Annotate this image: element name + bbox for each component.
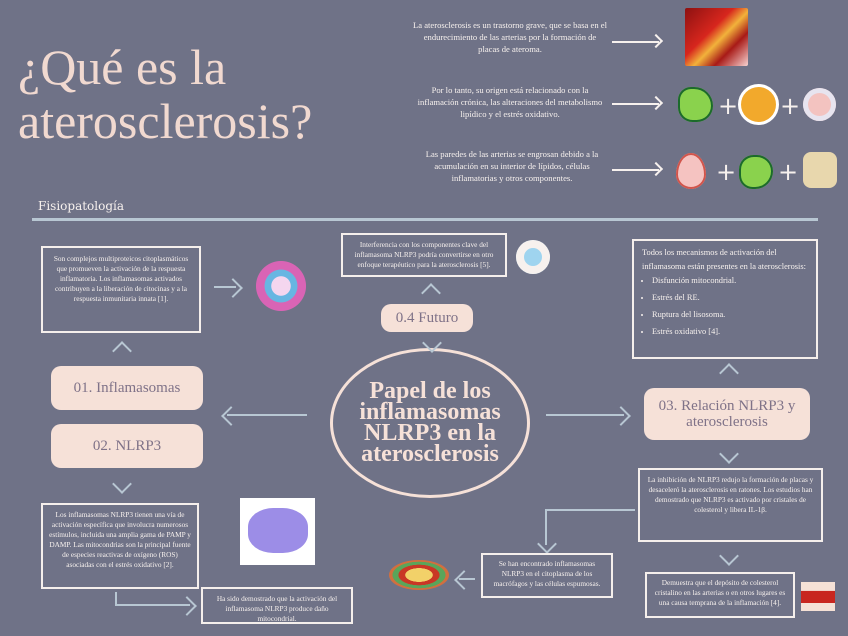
- arrow-line: [115, 604, 190, 606]
- artery-section-image: [801, 582, 835, 611]
- arrow-right: [612, 41, 659, 43]
- mecanismo-item: Estrés oxidativo [4].: [652, 325, 808, 339]
- intro-text-3: Las paredes de las arterias se engrosan …: [425, 149, 599, 183]
- arrow-line: [546, 414, 624, 416]
- ldl-icon: [676, 153, 706, 189]
- macrofagos-box: Se han encontrado inflamasomas NLRP3 en …: [481, 553, 613, 598]
- arrow-head: [223, 278, 243, 298]
- arrow-line: [545, 509, 547, 545]
- arrow-up: [421, 283, 441, 303]
- section-divider: [32, 218, 818, 221]
- futuro-description: Interferencia con los componentes clave …: [341, 233, 507, 277]
- inflamasome-image: [244, 256, 318, 316]
- arrow-head: [454, 570, 474, 590]
- virus-icon: [741, 87, 776, 122]
- plus-icon: +: [716, 158, 737, 186]
- arrow-line: [545, 509, 635, 511]
- plaque-image: [389, 560, 449, 590]
- pill-relacion[interactable]: 03. Relación NLRP3 y aterosclerosis: [644, 388, 810, 440]
- arrow-head: [611, 406, 631, 426]
- cell-icon: [678, 87, 713, 122]
- arrow-up: [719, 363, 739, 383]
- cell-icon: [739, 155, 773, 189]
- mecanismo-item: Ruptura del lisosoma.: [652, 308, 808, 322]
- nlrp3-description: Los inflamasomas NLRP3 tienen una vía de…: [41, 503, 199, 589]
- intro-text-1: La aterosclerosis es un trastorno grave,…: [412, 20, 607, 54]
- plus-icon: +: [780, 92, 801, 120]
- arrow-up: [112, 341, 132, 361]
- blood-cell-icon: [803, 88, 836, 121]
- page-title: ¿Qué es la aterosclerosis?: [18, 39, 313, 149]
- arrow-down: [719, 444, 739, 464]
- artery-image: [685, 8, 748, 66]
- arrow-right: [612, 103, 659, 105]
- arrow-down: [719, 546, 739, 566]
- inhibicion-box: La inhibición de NLRP3 redujo la formaci…: [638, 468, 823, 542]
- section-title: Fisiopatología: [38, 199, 125, 213]
- pill-futuro[interactable]: 0.4 Futuro: [381, 304, 473, 332]
- arrow-head: [537, 534, 557, 554]
- mecanismos-box: Todos los mecanismos de activación del i…: [632, 239, 818, 359]
- intro-text-2: Por lo tanto, su origen está relacionado…: [417, 85, 603, 119]
- arrow-line: [115, 592, 117, 604]
- plus-icon: +: [778, 158, 799, 186]
- arrow-head: [177, 596, 197, 616]
- cell-image: [248, 508, 308, 553]
- mecanismo-item: Disfunción mitocondrial.: [652, 274, 808, 288]
- mitochondrial-box: Ha sido demostrado que la activación del…: [201, 587, 353, 624]
- colesterol-box: Demuestra que el depósito de colesterol …: [645, 572, 795, 618]
- arrow-head: [221, 406, 241, 426]
- arrow-line: [227, 414, 307, 416]
- components-icon: [803, 152, 837, 188]
- inflamasomas-description: Son complejos multiproteicos citoplasmát…: [41, 246, 201, 333]
- pill-nlrp3[interactable]: 02. NLRP3: [51, 424, 203, 468]
- arrow-right: [612, 169, 659, 171]
- central-topic: Papel de los inflamasomas NLRP3 en la at…: [330, 348, 530, 498]
- arrow-down: [112, 474, 132, 494]
- mecanismo-item: Estrés del RE.: [652, 291, 808, 305]
- mecanismos-list: Disfunción mitocondrial. Estrés del RE. …: [642, 274, 808, 339]
- arrow-line: [214, 286, 236, 288]
- pill-inflamasomas[interactable]: 01. Inflamasomas: [51, 366, 203, 410]
- arrow-line: [459, 578, 475, 580]
- mecanismos-intro: Todos los mecanismos de activación del i…: [642, 248, 806, 271]
- plus-icon: +: [718, 92, 739, 120]
- heart-hand-icon: [516, 240, 550, 274]
